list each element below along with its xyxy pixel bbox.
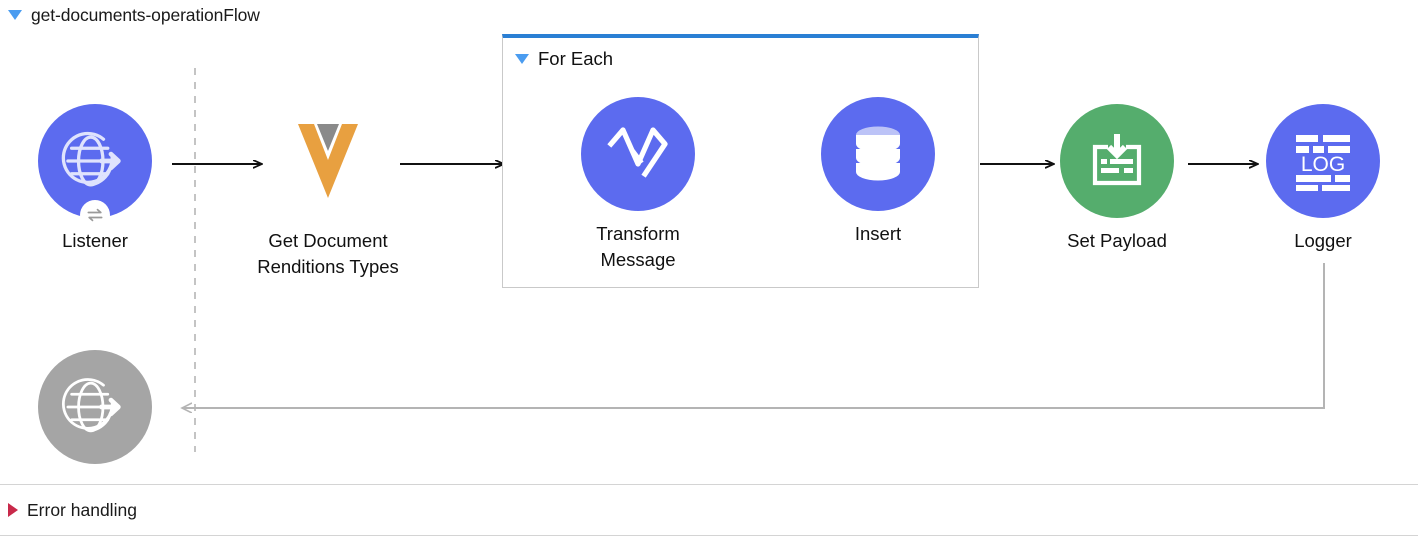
triangle-down-icon[interactable] — [515, 54, 529, 64]
set-payload-icon — [1092, 134, 1142, 186]
canvas-bottom-divider — [0, 484, 1418, 485]
transform-message-icon-circle[interactable] — [581, 97, 695, 211]
vee-connector-icon — [298, 124, 358, 198]
error-handling-bar[interactable]: Error handling — [0, 485, 1418, 535]
listener-icon-circle[interactable] — [38, 104, 152, 230]
vee-icon-wrap[interactable] — [271, 104, 385, 218]
svg-text:LOG: LOG — [1301, 153, 1345, 176]
triangle-right-icon[interactable] — [8, 503, 18, 517]
globe-arrow-icon — [61, 131, 121, 187]
globe-arrow-icon — [62, 378, 121, 433]
set-payload-icon-circle[interactable] — [1060, 104, 1174, 218]
node-error-response[interactable] — [10, 350, 180, 464]
node-set-payload[interactable]: Set Payload — [1032, 104, 1202, 254]
node-insert[interactable]: Insert — [793, 97, 963, 247]
error-response-icon-circle[interactable] — [38, 350, 152, 464]
flow-title-label: get-documents-operationFlow — [31, 4, 260, 25]
node-label: Listener — [62, 230, 128, 251]
node-label: Logger — [1294, 230, 1352, 251]
node-label: Insert — [854, 223, 902, 244]
triangle-down-icon[interactable] — [8, 10, 22, 20]
scope-title-label: For Each — [538, 48, 614, 69]
node-transform-message[interactable]: Transform Message — [553, 97, 723, 273]
node-listener[interactable]: Listener — [10, 104, 180, 254]
error-handling-label: Error handling — [27, 499, 137, 520]
node-label: Set Payload — [1067, 230, 1167, 251]
dataweave-icon — [607, 127, 668, 178]
flow-title-bar[interactable]: get-documents-operationFlow — [8, 3, 260, 27]
node-get-document-renditions-types[interactable]: Get Document Renditions Types — [243, 104, 413, 280]
logger-icon-circle[interactable]: LOG — [1266, 104, 1380, 218]
node-logger[interactable]: LOG Logger — [1238, 104, 1408, 254]
scope-header[interactable]: For Each — [515, 48, 613, 70]
database-icon — [856, 126, 900, 181]
insert-icon-circle[interactable] — [821, 97, 935, 211]
node-label: Transform Message — [596, 223, 680, 270]
exchange-arrows-icon — [80, 200, 110, 230]
node-label: Get Document Renditions Types — [257, 230, 399, 277]
log-icon: LOG — [1296, 135, 1350, 191]
